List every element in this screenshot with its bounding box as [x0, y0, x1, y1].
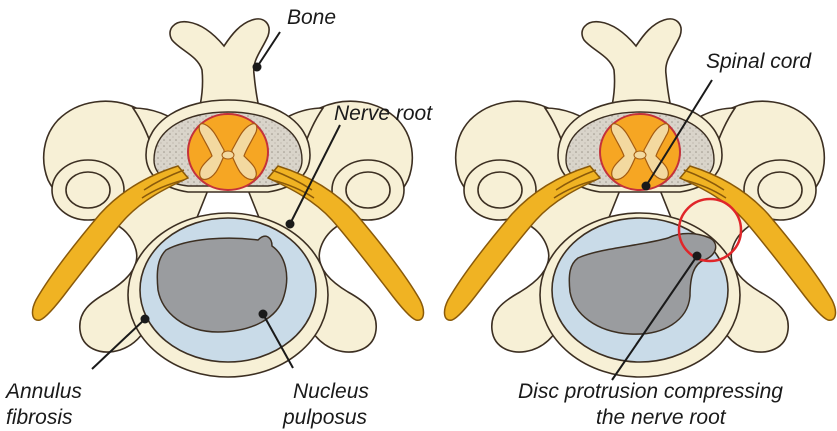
nucleus-pulposus-shape — [157, 236, 286, 332]
annulus-leader-dot — [141, 315, 150, 324]
nucleus-label-line1: Nucleus — [293, 380, 369, 403]
annulus-label-line1: Annulus — [4, 380, 82, 403]
annulus-label-line2: fibrosis — [6, 406, 73, 429]
protrusion-label-line2: the nerve root — [596, 406, 727, 429]
spinal-cord-label: Spinal cord — [706, 50, 812, 73]
normal-vertebra — [33, 19, 424, 377]
spinal-cord-shape — [188, 114, 268, 190]
nucleus-label-line2: pulposus — [282, 406, 368, 429]
bone-label: Bone — [287, 6, 336, 29]
protrusion-label-line1: Disc protrusion compressing — [518, 380, 783, 403]
nucleus-leader-dot — [259, 310, 268, 319]
bone-leader-dot — [253, 63, 262, 72]
nerve-root-leader-dot — [286, 220, 295, 229]
nerve-root-label: Nerve root — [334, 102, 433, 125]
protrusion-leader-dot — [693, 252, 702, 261]
spinal-cord-leader-dot — [642, 182, 651, 191]
